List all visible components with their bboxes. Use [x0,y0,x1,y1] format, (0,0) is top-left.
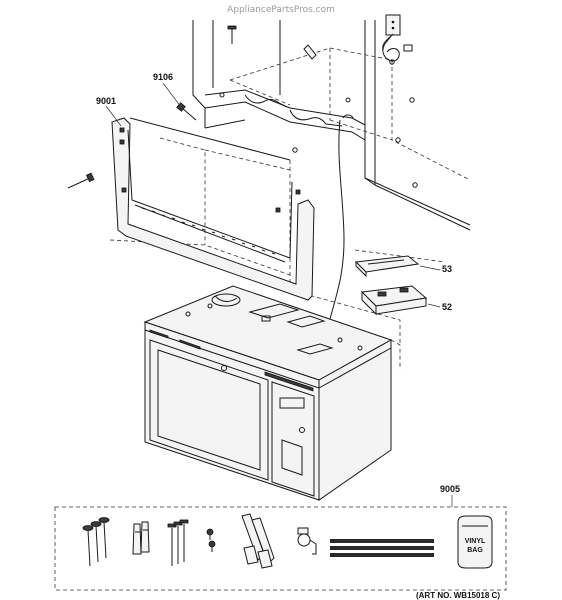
hardware-kit-9005: VINYL BAG [54,495,507,591]
kit-screws-long [82,517,110,567]
long-bolt [67,172,95,189]
grille-bottom-52 [360,285,441,316]
microwave-oven [143,285,401,501]
cord-grommet [342,114,354,119]
kit-small-screws [206,528,216,552]
kit-toggle-bolts [167,519,189,566]
wall-cabinet [109,20,471,345]
grille-top-53 [354,255,441,278]
top-screw [227,25,237,44]
kit-vinyl-bag: VINYL BAG [457,515,493,569]
power-cord [325,119,345,336]
mounting-plate-9001 [105,105,315,301]
art-number: (ART NO. WB15018 C) [416,591,500,600]
plate-slots [141,207,276,255]
callout-9106: 9106 [153,72,173,82]
wall-outlet [382,14,413,62]
kit-wing-toggles [241,513,275,569]
vinyl-bag-label-1: VINYL [465,538,486,545]
kit-threaded-rods [330,539,434,557]
callout-53: 53 [442,264,452,274]
wall-clip [303,44,317,60]
vinyl-bag-label-2: BAG [467,547,483,554]
kit-cord-clip [297,527,317,555]
callout-9001: 9001 [96,96,116,106]
callout-9005: 9005 [440,484,460,494]
watermark-text: AppliancePartsPros.com [227,5,335,15]
kit-anchors [132,521,150,555]
callout-52: 52 [442,302,452,312]
bolt-9106 [162,82,197,121]
